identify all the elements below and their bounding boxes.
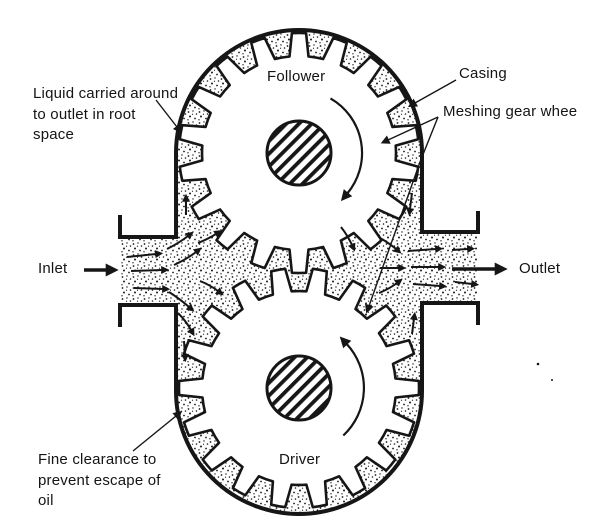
casing-outline-top: [118, 28, 480, 239]
meshing-leader-driver: [365, 116, 439, 314]
driver-shaft: [265, 354, 333, 422]
clearance-leader: [132, 410, 183, 452]
speck: [551, 379, 553, 381]
speck: [536, 362, 540, 366]
driver-rotation-arrow: [339, 336, 365, 437]
leader-lines: [132, 79, 457, 452]
casing-outline-bottom: [118, 301, 480, 516]
meshing-leader-follower: [380, 116, 439, 144]
casing-leader: [407, 79, 457, 107]
liquid-note-leader: [155, 99, 182, 134]
follower-shaft: [265, 119, 333, 187]
follower-rotation-arrow: [329, 97, 364, 202]
flow-arrows: [126, 192, 480, 363]
